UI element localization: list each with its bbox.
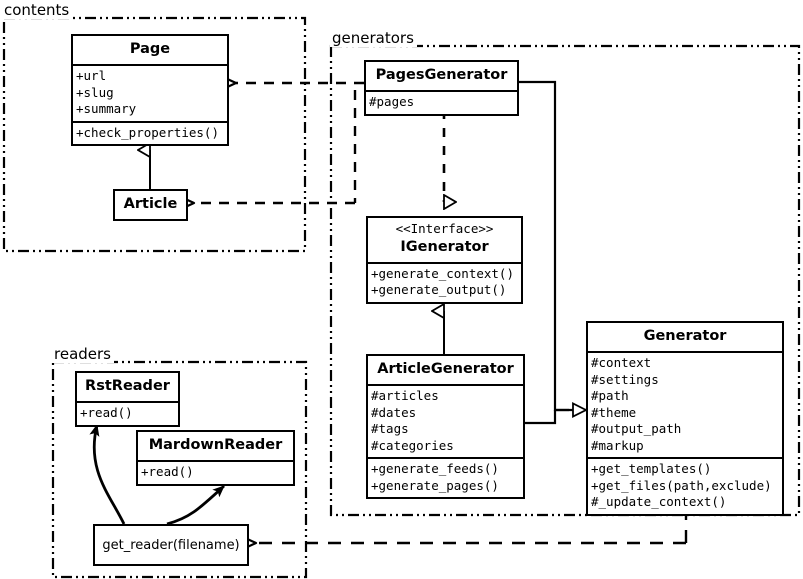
attribute: #output_path [591, 421, 682, 437]
attribute: #path [591, 388, 629, 404]
class-attributes-generator: #context #settings #path #theme #output_… [588, 351, 782, 457]
attribute: #pages [369, 94, 415, 110]
attribute: +slug [76, 84, 114, 100]
class-methods-igenerator: +generate_context() +generate_output() [368, 261, 521, 302]
package-label-readers: readers [52, 345, 114, 363]
class-methods-article-generator: +generate_feeds() +generate_pages() [368, 457, 523, 497]
class-box-page[interactable]: Page +url +slug +summary +check_properti… [71, 34, 229, 147]
edge-get-reader-returns-rst [89, 424, 126, 525]
class-methods-page: +check_properties() [73, 120, 227, 145]
attribute: #markup [591, 437, 644, 453]
method: +check_properties() [76, 124, 219, 140]
class-title-article: Article [123, 196, 178, 212]
method: #_update_context() [591, 494, 727, 510]
class-box-pages-generator[interactable]: PagesGenerator #pages [364, 60, 519, 116]
class-title-article-generator: ArticleGenerator [377, 361, 514, 377]
class-title-rst-reader: RstReader [85, 378, 170, 394]
class-methods-generator: +get_templates() +get_files(path,exclude… [588, 457, 782, 514]
class-attributes-article-generator: #articles #dates #tags #categories [368, 384, 523, 457]
class-stereotype-igenerator: <<Interface>> [395, 221, 494, 236]
attribute: #articles [371, 388, 439, 404]
class-box-igenerator[interactable]: <<Interface>> IGenerator +generate_conte… [366, 216, 523, 304]
class-box-mardown-reader[interactable]: MardownReader +read() [136, 430, 295, 486]
class-name-igenerator: IGenerator [400, 238, 489, 255]
method: +generate_pages() [371, 477, 499, 493]
class-title-page: Page [129, 41, 171, 57]
class-title-pages-generator: PagesGenerator [375, 67, 508, 83]
method: +generate_feeds() [371, 461, 499, 477]
method: +get_templates() [591, 461, 712, 477]
class-box-rst-reader[interactable]: RstReader +read() [75, 371, 180, 427]
function-box-get-reader[interactable]: get_reader(filename) [93, 524, 249, 566]
attribute: #theme [591, 404, 637, 420]
class-methods-rst-reader: +read() [77, 401, 178, 425]
class-methods-mardown-reader: +read() [138, 460, 293, 484]
class-title-igenerator: <<Interface>> IGenerator [368, 218, 521, 262]
attribute: #context [591, 355, 652, 371]
edge-generators-to-generator [519, 80, 589, 425]
class-title-generator: Generator [643, 328, 727, 344]
attribute: +summary [76, 101, 137, 117]
function-label-get-reader: get_reader(filename) [102, 537, 240, 553]
method: +generate_output() [371, 282, 507, 298]
class-box-article-generator[interactable]: ArticleGenerator #articles #dates #tags … [366, 354, 525, 500]
method: +read() [141, 464, 194, 480]
attribute: #dates [371, 404, 417, 420]
edge-get-reader-returns-mardown [166, 484, 225, 526]
method: +generate_context() [371, 265, 514, 281]
attribute: #settings [591, 371, 659, 387]
method: +read() [80, 405, 133, 421]
method: +get_files(path,exclude) [591, 477, 772, 493]
package-label-contents: contents [2, 1, 73, 19]
attribute: +url [76, 68, 107, 84]
class-box-article[interactable]: Article [113, 189, 188, 222]
attribute: #tags [371, 421, 409, 437]
class-title-mardown-reader: MardownReader [148, 437, 283, 453]
class-attributes-pages-generator: #pages [366, 90, 517, 114]
attribute: #categories [371, 437, 454, 453]
package-label-generators: generators [330, 29, 417, 47]
class-attributes-page: +url +slug +summary [73, 64, 227, 121]
class-box-generator[interactable]: Generator #context #settings #path #them… [586, 321, 784, 516]
